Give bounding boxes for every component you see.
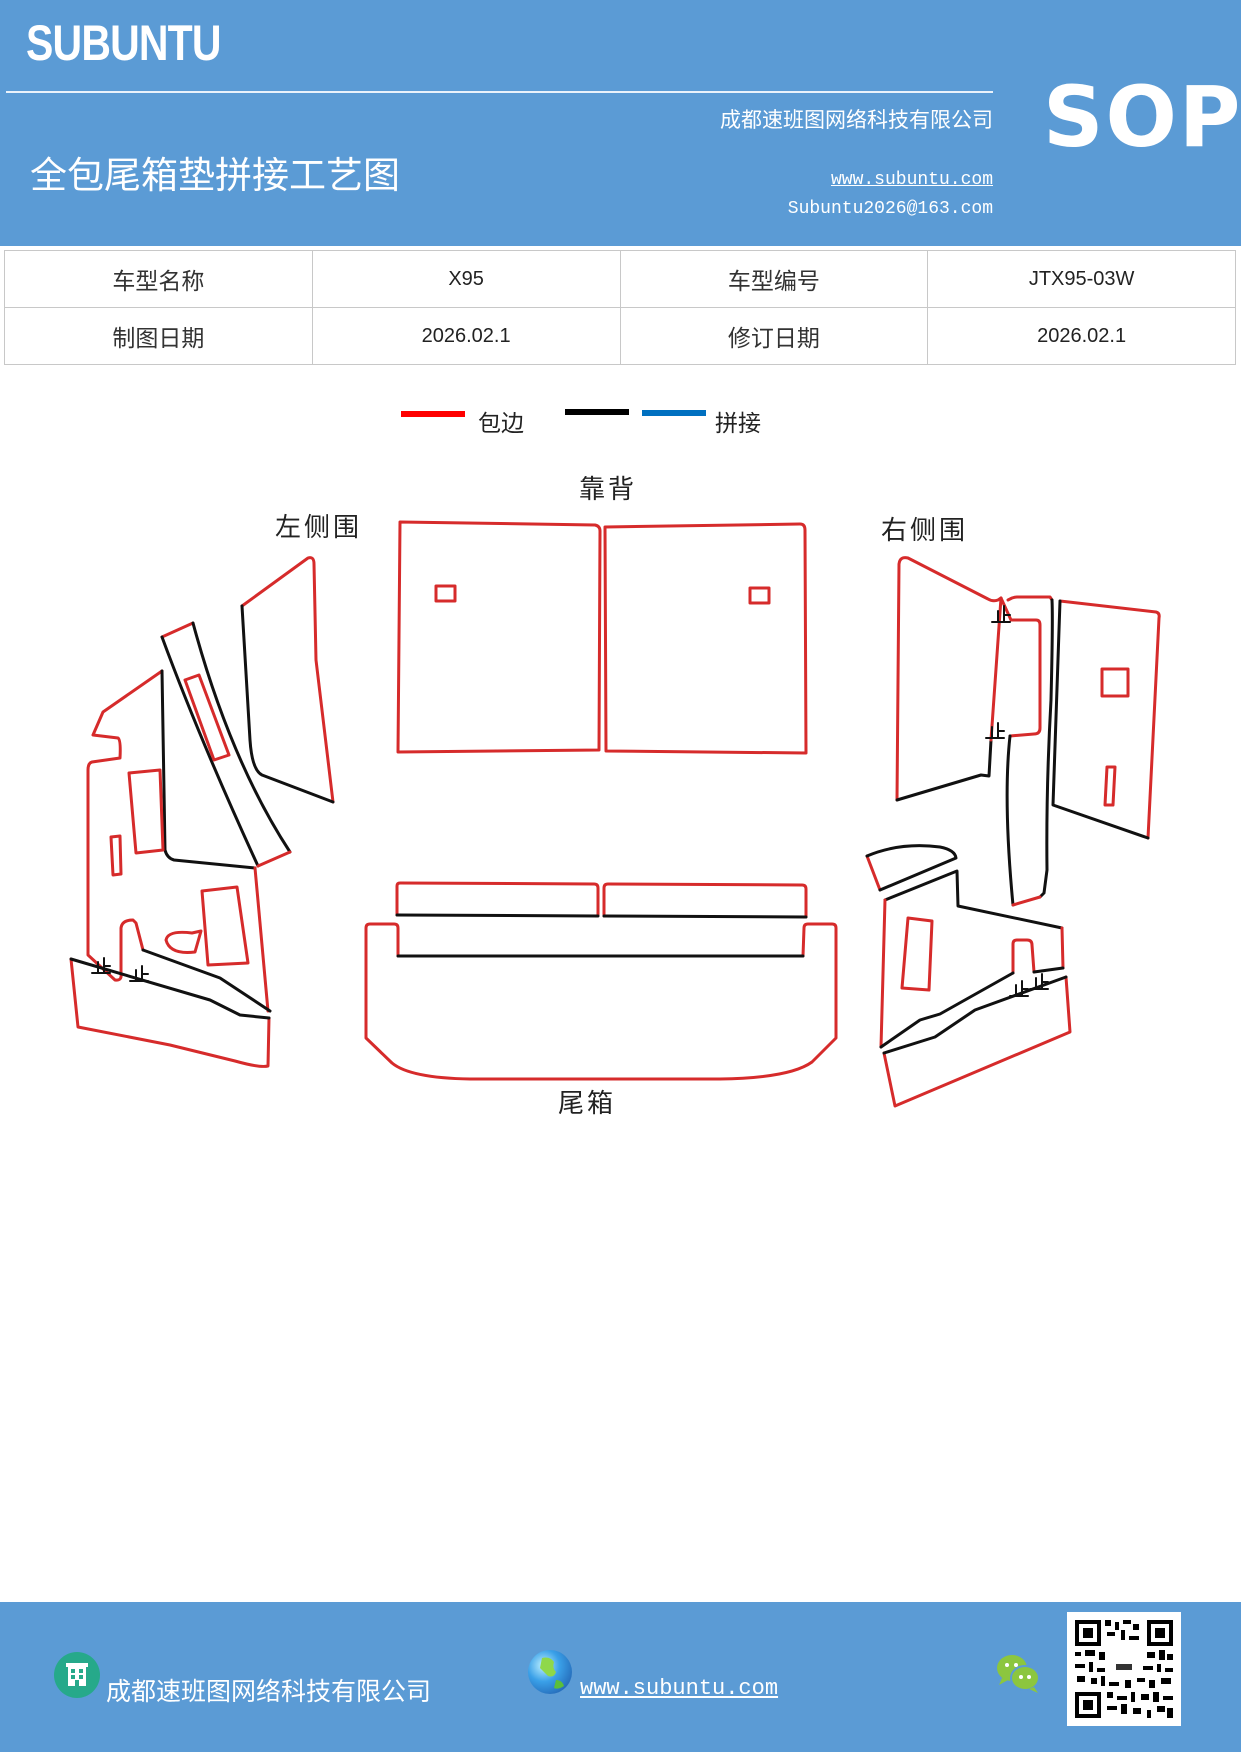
- right-side-bottom-panel: [882, 975, 1072, 1108]
- draw-date-value: 2026.02.1: [311, 307, 621, 365]
- legend-blue-line: [642, 410, 706, 416]
- stop-marks-right: [985, 605, 1049, 997]
- qr-code[interactable]: [1067, 1612, 1181, 1726]
- legend-red-line: [401, 411, 465, 417]
- legend-black-line: [565, 409, 629, 415]
- header-divider: [6, 91, 993, 93]
- legend: 包边 拼接: [0, 400, 1241, 440]
- trunk-top-strip-left: [395, 881, 600, 918]
- brand-logo: SUBUNTU: [26, 15, 222, 71]
- backrest-right-panel: [603, 522, 808, 755]
- table-row: 车型名称 X95 车型编号 JTX95-03W: [4, 250, 1236, 308]
- label-backrest: 靠背: [579, 475, 638, 505]
- backrest-left-panel: [396, 520, 602, 754]
- left-side-main-panel: [86, 669, 272, 1013]
- table-row: 制图日期 2026.02.1 修订日期 2026.02.1: [4, 307, 1236, 365]
- globe-icon: [528, 1650, 572, 1694]
- right-side-middle-strip: [999, 595, 1054, 907]
- model-code-value: JTX95-03W: [927, 250, 1236, 308]
- building-icon: [54, 1652, 100, 1698]
- vehicle-info-table: 车型名称 X95 车型编号 JTX95-03W 制图日期 2026.02.1 修…: [4, 250, 1236, 365]
- email-address: Subuntu2026@163.com: [787, 199, 993, 219]
- sop-badge: SOP: [1043, 68, 1241, 166]
- left-side-bottom-panel: [69, 957, 271, 1068]
- label-right-side: 右侧围: [881, 516, 969, 546]
- right-side-front-panel: [895, 556, 1003, 802]
- trunk-top-strip-right: [602, 882, 808, 919]
- right-side-rear-panel: [1051, 599, 1161, 840]
- legend-label-binding: 包边: [478, 411, 524, 437]
- model-code-label: 车型编号: [619, 250, 929, 308]
- header-banner: SUBUNTU 全包尾箱垫拼接工艺图 成都速班图网络科技有限公司 www.sub…: [0, 0, 1241, 246]
- website-link[interactable]: www.subuntu.com: [830, 170, 993, 190]
- footer-company-name: 成都速班图网络科技有限公司: [106, 1677, 432, 1706]
- pattern-drawing: [69, 520, 1161, 1108]
- right-side-wheel-arch-panel: [865, 844, 1065, 1049]
- draw-date-label: 制图日期: [4, 307, 313, 365]
- wechat-icon: [994, 1652, 1042, 1694]
- label-left-side: 左侧围: [275, 513, 363, 543]
- revision-date-value: 2026.02.1: [927, 307, 1236, 365]
- page-title: 全包尾箱垫拼接工艺图: [30, 154, 400, 197]
- trunk-floor-panel: [364, 922, 838, 1081]
- label-trunk: 尾箱: [558, 1089, 617, 1119]
- left-side-panel-outer: [240, 556, 335, 804]
- pattern-diagram: 靠背 左侧围 右侧围 尾箱: [0, 440, 1241, 1140]
- revision-date-label: 修订日期: [619, 307, 929, 365]
- company-name: 成都速班图网络科技有限公司: [720, 108, 993, 132]
- stop-marks-left: [91, 957, 149, 982]
- model-name-label: 车型名称: [4, 250, 313, 308]
- model-name-value: X95: [311, 250, 621, 308]
- footer-website-link[interactable]: www.subuntu.com: [580, 1676, 779, 1701]
- legend-label-seam: 拼接: [715, 411, 761, 437]
- left-side-strip: [160, 621, 292, 868]
- footer-banner: 成都速班图网络科技有限公司 www.subuntu.com: [0, 1602, 1241, 1752]
